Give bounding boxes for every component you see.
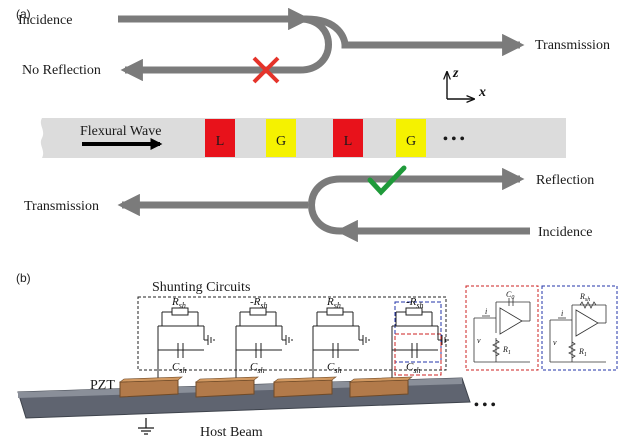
resistor-label: Rsh bbox=[326, 296, 341, 310]
incidence-bottom-label: Incidence bbox=[538, 225, 592, 240]
axis-z-label: z bbox=[452, 66, 459, 81]
ellipsis-a: • • • bbox=[443, 132, 465, 147]
cell-loss: L bbox=[333, 119, 363, 157]
pzt-patch bbox=[273, 376, 337, 398]
cell-loss: L bbox=[205, 119, 235, 157]
cell-label: G bbox=[276, 134, 286, 149]
ellipsis-b: • • • bbox=[474, 398, 496, 413]
inset-red-c0: C0 bbox=[506, 290, 514, 301]
capacitor-label: Csh bbox=[406, 361, 420, 375]
inset-blue-circuit bbox=[549, 301, 607, 363]
pzt-patch bbox=[349, 376, 413, 398]
flexural-wave-label: Flexural Wave bbox=[80, 124, 161, 139]
capacitor-label: Csh bbox=[250, 361, 264, 375]
inset-blue-rsh: Rsh bbox=[579, 292, 590, 303]
beam-a bbox=[40, 118, 567, 158]
no-reflection-arrow bbox=[120, 15, 332, 82]
cross-icon bbox=[252, 56, 280, 84]
resistor-label: -Rsh bbox=[406, 296, 424, 310]
reflection-arrow bbox=[308, 167, 525, 235]
panel-b-tag: (b) bbox=[16, 271, 31, 285]
pzt-patch bbox=[195, 376, 259, 398]
inset-red-i: i bbox=[485, 307, 487, 316]
capacitor-label: Csh bbox=[172, 361, 186, 375]
inset-red-v: v bbox=[477, 336, 481, 345]
transmission-top-label: Transmission bbox=[535, 38, 610, 53]
cell-label: G bbox=[406, 134, 416, 149]
check-icon bbox=[367, 165, 407, 196]
highlight-red-box bbox=[394, 333, 442, 376]
ground-icon bbox=[138, 418, 154, 435]
cell-gain: G bbox=[266, 119, 296, 157]
inset-blue-i: i bbox=[561, 309, 563, 318]
reflection-label: Reflection bbox=[536, 173, 594, 188]
incidence-top-label: Incidence bbox=[18, 13, 72, 28]
pzt-row bbox=[119, 376, 413, 398]
inset-red-circuit bbox=[473, 298, 531, 363]
inset-red-r1: R1 bbox=[502, 345, 511, 356]
resistor-label: -Rsh bbox=[250, 296, 268, 310]
panel-a-tag: (a) bbox=[16, 7, 31, 21]
capacitor-label: Csh bbox=[327, 361, 341, 375]
axis-x-label: x bbox=[478, 85, 486, 100]
cell-label: L bbox=[216, 134, 225, 149]
cell-gain: G bbox=[396, 119, 426, 157]
inset-blue-v: v bbox=[553, 338, 557, 347]
transmission-bottom-label: Transmission bbox=[24, 199, 99, 214]
cell-label: L bbox=[344, 134, 353, 149]
shunting-circuits-box bbox=[137, 296, 447, 371]
highlight-blue-box bbox=[394, 301, 442, 363]
resistor-label: Rsh bbox=[171, 296, 186, 310]
axis-indicator bbox=[447, 72, 474, 99]
no-reflection-label: No Reflection bbox=[22, 63, 101, 78]
host-beam-label: Host Beam bbox=[200, 425, 263, 440]
transmission-top-arrow bbox=[305, 15, 525, 57]
pzt-patch bbox=[119, 376, 183, 398]
shunting-circuits-label: Shunting Circuits bbox=[152, 280, 250, 295]
pzt-label: PZT bbox=[90, 378, 115, 393]
inset-blue-r1: R1 bbox=[578, 347, 587, 358]
